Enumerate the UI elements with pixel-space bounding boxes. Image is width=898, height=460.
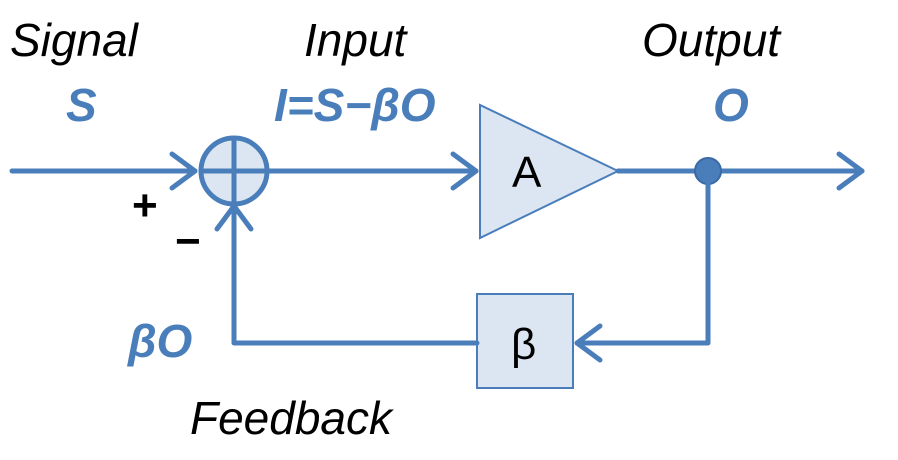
input-formula: I=S−βO xyxy=(274,79,436,131)
input-arrowhead xyxy=(450,151,479,191)
output-arrowhead xyxy=(836,151,865,191)
feedback-title: Feedback xyxy=(190,392,394,444)
input-title: Input xyxy=(304,14,409,66)
signal-arrowhead xyxy=(169,151,198,191)
output-title: Output xyxy=(642,14,782,66)
feedback-symbol: βO xyxy=(127,315,193,367)
amplifier-label: A xyxy=(512,148,542,197)
signal-symbol: S xyxy=(66,79,97,131)
junction-feedback-arrowhead xyxy=(214,203,254,232)
feedback-to-junction-wire xyxy=(231,203,480,346)
feedback-return-wire xyxy=(574,168,711,346)
signal-title: Signal xyxy=(10,14,140,66)
output-symbol: O xyxy=(713,79,749,131)
feedback-arrowhead xyxy=(574,323,603,363)
plus-sign: + xyxy=(132,181,158,230)
amplifier-block xyxy=(479,103,621,240)
feedback-block-label: β xyxy=(511,320,536,369)
minus-sign: − xyxy=(175,217,201,266)
